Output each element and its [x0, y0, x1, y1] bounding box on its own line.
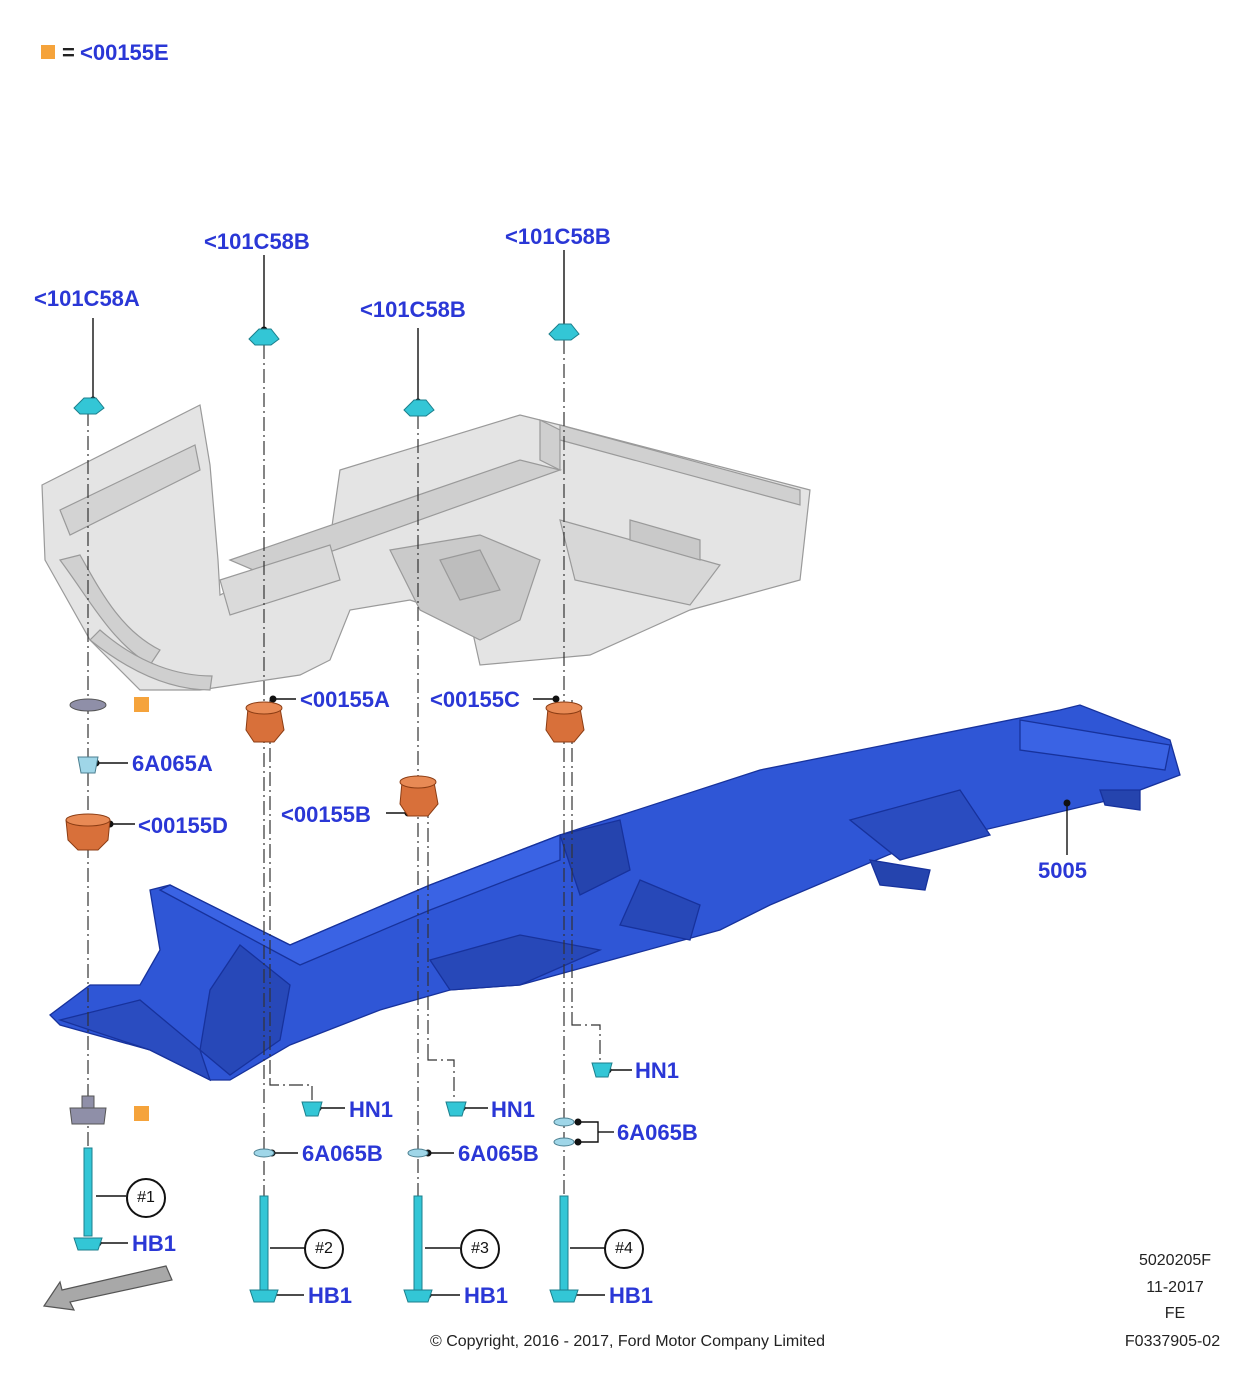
drawing-code: FE	[1164, 1305, 1186, 1322]
legend-equals: =	[62, 40, 75, 65]
callout-hb1-4: HB1	[609, 1283, 654, 1308]
drawing-date: 11-2017	[1146, 1279, 1204, 1296]
copyright-text: © Copyright, 2016 - 2017, Ford Motor Com…	[429, 1333, 826, 1350]
callout-hb1-1: HB1	[132, 1231, 177, 1256]
drawing-number: 5020205F	[1138, 1252, 1212, 1269]
column-3-parts	[399, 775, 467, 1303]
callout-101c58b-2: <101C58B	[360, 297, 466, 322]
body-floor-pan	[41, 404, 811, 691]
callout-5005: 5005	[1038, 858, 1087, 883]
callout-101c58a: <101C58A	[34, 286, 140, 311]
legend-marker-icon	[134, 1106, 149, 1121]
callout-hn1-2: HN1	[491, 1097, 536, 1122]
callout-6a065b-3: 6A065B	[617, 1120, 698, 1145]
callout-hn1-3: HN1	[635, 1058, 680, 1083]
leader-lines	[92, 250, 1068, 1296]
callout-hn1-1: HN1	[349, 1097, 394, 1122]
callout-00155c: <00155C	[430, 687, 520, 712]
bolt-ref-1: #1	[126, 1178, 166, 1218]
callout-6a065a: 6A065A	[132, 751, 213, 776]
callout-101c58b-3: <101C58B	[505, 224, 611, 249]
callout-6a065b-2: 6A065B	[458, 1141, 539, 1166]
bolt-ref-2: #2	[304, 1229, 344, 1269]
bolt-ref-3: #3	[460, 1229, 500, 1269]
callout-hb1-3: HB1	[464, 1283, 509, 1308]
callout-101c58b-1: <101C58B	[204, 229, 310, 254]
front-direction-arrow-icon	[42, 1265, 173, 1311]
legend-symbol-icon	[41, 45, 55, 59]
column-4-parts	[545, 701, 613, 1303]
drawing-reference: F0337905-02	[1124, 1333, 1221, 1350]
legend-marker-icon	[134, 697, 149, 712]
frame-5005-shape	[49, 704, 1181, 1082]
column-2-parts	[245, 701, 323, 1303]
callout-00155d: <00155D	[138, 813, 228, 838]
callout-00155b: <00155B	[281, 802, 371, 827]
column-1-parts	[65, 698, 111, 1251]
bolt-ref-4: #4	[604, 1229, 644, 1269]
nut-offset-leaders	[269, 1020, 601, 1100]
top-fasteners	[73, 323, 580, 417]
callout-6a065b-1: 6A065B	[302, 1141, 383, 1166]
callout-hb1-2: HB1	[308, 1283, 353, 1308]
callout-00155a: <00155A	[300, 687, 390, 712]
legend-code: <00155E	[80, 40, 169, 65]
